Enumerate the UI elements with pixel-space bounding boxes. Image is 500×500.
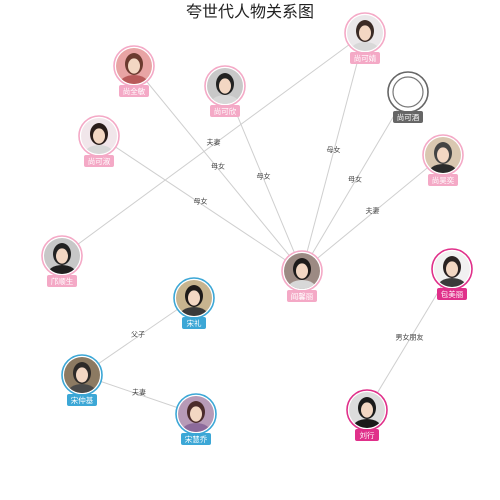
edge-label: 男女朋友 (396, 333, 424, 342)
node-liuxing[interactable]: 刘行 (346, 389, 388, 441)
node-label: 邝顺生 (51, 276, 74, 286)
edge-songli-songzhongji (81, 297, 195, 376)
node-label: 包美丽 (441, 289, 464, 299)
node-shangquanmin[interactable]: 尚全敏 (113, 45, 155, 97)
woman-dark-icon (207, 68, 243, 104)
graph-title: 夸世代人物关系图 (186, 2, 314, 21)
node-label: 尚全敏 (123, 86, 146, 96)
man-young-icon (176, 280, 212, 316)
edge-label: 母女 (348, 175, 362, 184)
node-label-badge (355, 429, 379, 441)
edge-label: 夫妻 (132, 388, 146, 397)
edge-label: 母女 (194, 197, 208, 206)
node-shangkejiu[interactable]: 尚可酒 (387, 71, 429, 123)
woman-red-icon (116, 48, 152, 84)
node-baomeili[interactable]: 包美丽 (431, 248, 473, 300)
node-label: 尚可淑 (88, 156, 111, 166)
node-songhuiqiao[interactable]: 宋慧乔 (175, 393, 217, 445)
node-label-badge (437, 288, 467, 300)
node-label-badge (119, 85, 149, 97)
node-label-badge (210, 105, 240, 117)
woman-light-icon (347, 15, 383, 51)
edge-shangkejiu-yanlingli (301, 91, 409, 272)
edge-shangyuanhao-yanlingli (301, 154, 444, 272)
node-label-badge (67, 394, 97, 406)
node-songli[interactable]: 宋礼 (173, 277, 215, 329)
node-label-badge (84, 155, 114, 167)
edge-label: 母女 (211, 162, 225, 171)
woman-dress-icon (434, 251, 470, 287)
node-label: 宋仲基 (71, 395, 94, 405)
edge-label: 夫妻 (366, 206, 380, 215)
empty-avatar-icon (392, 76, 424, 108)
edge-shangkejing-dengjingsheng (61, 32, 366, 257)
node-label-badge (350, 52, 380, 64)
node-shangyuanhao[interactable]: 尚昊奕 (422, 134, 464, 186)
node-label: 尚可欣 (214, 106, 237, 116)
woman-purple-icon (178, 396, 214, 432)
node-label: 尚昊奕 (432, 175, 455, 185)
node-shangkexin[interactable]: 尚可欣 (204, 65, 246, 117)
edge-shangkeshu-yanlingli (98, 135, 303, 272)
node-label: 尚可婧 (354, 53, 377, 63)
node-label-badge (393, 111, 423, 123)
edge-shangkejing-yanlingli (301, 32, 366, 272)
man-formal-icon (349, 392, 385, 428)
node-label: 宋慧乔 (185, 434, 208, 444)
node-dengjingsheng[interactable]: 邝顺生 (41, 235, 83, 287)
woman-shorthair-icon (284, 253, 320, 289)
node-label-badge (182, 317, 206, 329)
node-label: 尚可酒 (397, 112, 420, 122)
edge-label: 夫妻 (207, 138, 221, 147)
node-shangkeshu[interactable]: 尚可淑 (78, 115, 120, 167)
node-shangkejing[interactable]: 尚可婧 (344, 12, 386, 64)
edge-label: 父子 (131, 331, 145, 339)
node-label: 宋礼 (187, 318, 202, 328)
edge-shangquanmin-yanlingli (133, 65, 303, 272)
man-glasses-icon (425, 137, 461, 173)
man-suit-icon (44, 238, 80, 274)
node-label-badge (287, 290, 317, 302)
edge-label: 母女 (327, 145, 341, 154)
woman-smile-icon (81, 118, 117, 154)
node-label-badge (47, 275, 77, 287)
node-label-badge (181, 433, 211, 445)
edge-label: 母女 (257, 172, 271, 181)
node-label: 阎馨丽 (291, 292, 314, 301)
man-older-icon (64, 357, 100, 393)
node-label: 刘行 (360, 430, 375, 440)
node-label-badge (428, 174, 458, 186)
node-yanlingli[interactable]: 阎馨丽 (281, 250, 323, 302)
node-songzhongji[interactable]: 宋仲基 (61, 354, 103, 406)
